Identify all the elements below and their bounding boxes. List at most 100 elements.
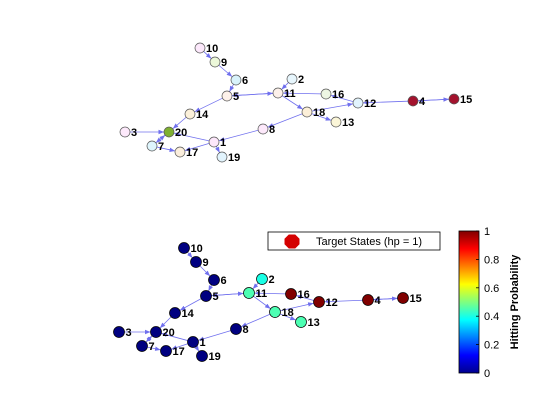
top-node-17	[174, 146, 186, 158]
bottom-node-8	[230, 323, 242, 335]
bottom-node-16	[285, 288, 297, 300]
bottom-edge-20-7	[145, 335, 153, 343]
top-edge-1-17	[184, 143, 210, 152]
bottom-edge-9-6	[199, 265, 211, 277]
top-node-3	[119, 126, 131, 138]
top-edge-2-11	[281, 82, 289, 90]
top-node-label-7: 7	[158, 141, 164, 153]
top-node-4	[407, 95, 419, 107]
top-edge-1-20	[173, 132, 210, 142]
bottom-node-label-1: 1	[200, 337, 206, 349]
legend-label: Target States (hp = 1)	[316, 236, 422, 248]
colorbar: 00.20.40.60.81 Hitting Probability	[458, 226, 521, 380]
colorbar-tick-label-0: 0	[484, 368, 490, 380]
bottom-node-3	[113, 326, 125, 338]
top-node-label-8: 8	[269, 124, 275, 136]
bottom-node-13	[295, 316, 307, 328]
bottom-edge-10-9	[187, 251, 193, 259]
top-node-16	[320, 88, 332, 100]
colorbar-tick-label-1: 0.2	[484, 340, 499, 352]
bottom-node-15	[397, 292, 409, 304]
bottom-node-14	[169, 307, 181, 319]
legend: Target States (hp = 1)	[267, 231, 441, 251]
bottom-edge-8-1	[198, 330, 231, 341]
bottom-node-19	[196, 350, 208, 362]
top-node-9	[209, 56, 221, 68]
top-node-19	[216, 151, 228, 163]
bottom-node-label-6: 6	[221, 275, 227, 287]
bottom-node-label-10: 10	[191, 243, 203, 255]
top-edges	[130, 51, 450, 153]
bottom-node-label-3: 3	[126, 327, 132, 339]
top-edge-1-19	[215, 146, 221, 153]
bottom-node-label-20: 20	[163, 327, 175, 339]
top-node-label-6: 6	[242, 75, 248, 87]
bottom-edge-12-16	[296, 294, 314, 301]
colorbar-tick-label-4: 0.8	[484, 254, 499, 266]
bottom-node-9	[190, 256, 202, 268]
top-node-label-18: 18	[313, 107, 325, 119]
top-edge-11-18	[281, 95, 304, 110]
top-edge-4-15	[417, 97, 450, 102]
bottom-edge-1-17	[171, 343, 188, 350]
bottom-node-label-16: 16	[298, 289, 310, 301]
bottom-edge-1-19	[194, 345, 200, 352]
top-edge-18-13	[311, 113, 332, 121]
bottom-edges	[124, 251, 398, 352]
colorbar-label: Hitting Probability	[509, 254, 521, 350]
bottom-node-1	[187, 336, 199, 348]
top-node-label-20: 20	[175, 127, 187, 139]
bottom-node-label-12: 12	[326, 297, 338, 309]
colorbar-tick-label-2: 0.4	[484, 311, 499, 323]
bottom-edge-1-20	[161, 332, 188, 341]
bottom-edge-4-12	[324, 299, 363, 304]
top-node-label-15: 15	[460, 94, 472, 106]
top-node-5	[221, 90, 233, 102]
legend-box	[267, 231, 441, 251]
bottom-node-label-17: 17	[173, 346, 185, 358]
top-node-18	[301, 106, 313, 118]
bottom-edge-4-15	[373, 296, 398, 301]
bottom-edge-18-12	[280, 302, 314, 312]
bottom-node-label-18: 18	[282, 307, 294, 319]
bottom-node-17	[160, 345, 172, 357]
bottom-node-2	[256, 273, 268, 285]
top-node-12	[352, 97, 364, 109]
top-edge-18-12	[311, 102, 354, 112]
top-node-label-19: 19	[228, 152, 240, 164]
top-edge-5-14	[194, 97, 223, 113]
bottom-node-label-15: 15	[410, 293, 422, 305]
bottom-node-12	[313, 296, 325, 308]
bottom-node-18	[269, 306, 281, 318]
top-node-label-4: 4	[419, 96, 426, 108]
legend-marker	[284, 234, 300, 249]
bottom-node-label-5: 5	[213, 291, 219, 303]
top-node-2	[286, 73, 298, 85]
bottom-node-11	[243, 287, 255, 299]
top-node-label-14: 14	[196, 109, 209, 121]
bottom-edge-5-14	[179, 298, 202, 311]
bottom-node-label-9: 9	[203, 257, 209, 269]
top-edge-14-20	[172, 116, 187, 130]
top-edge-12-16	[330, 94, 354, 103]
colorbar-gradient	[458, 230, 480, 374]
bottom-node-7	[136, 340, 148, 352]
top-edge-11-5	[231, 92, 274, 98]
top-node-8	[257, 123, 269, 135]
top-node-label-3: 3	[131, 127, 137, 139]
top-edge-7-17	[156, 146, 176, 152]
bottom-edge-2-11	[252, 282, 259, 290]
top-node-label-16: 16	[332, 89, 344, 101]
top-node-label-11: 11	[284, 88, 296, 100]
top-node-20	[163, 126, 175, 138]
bottom-node-label-11: 11	[256, 288, 268, 300]
colorbar-tick-label-3: 0.6	[484, 283, 499, 295]
top-node-label-9: 9	[221, 57, 227, 69]
bottom-node-20	[150, 326, 162, 338]
colorbar-ticks: 00.20.40.60.81	[476, 226, 499, 380]
